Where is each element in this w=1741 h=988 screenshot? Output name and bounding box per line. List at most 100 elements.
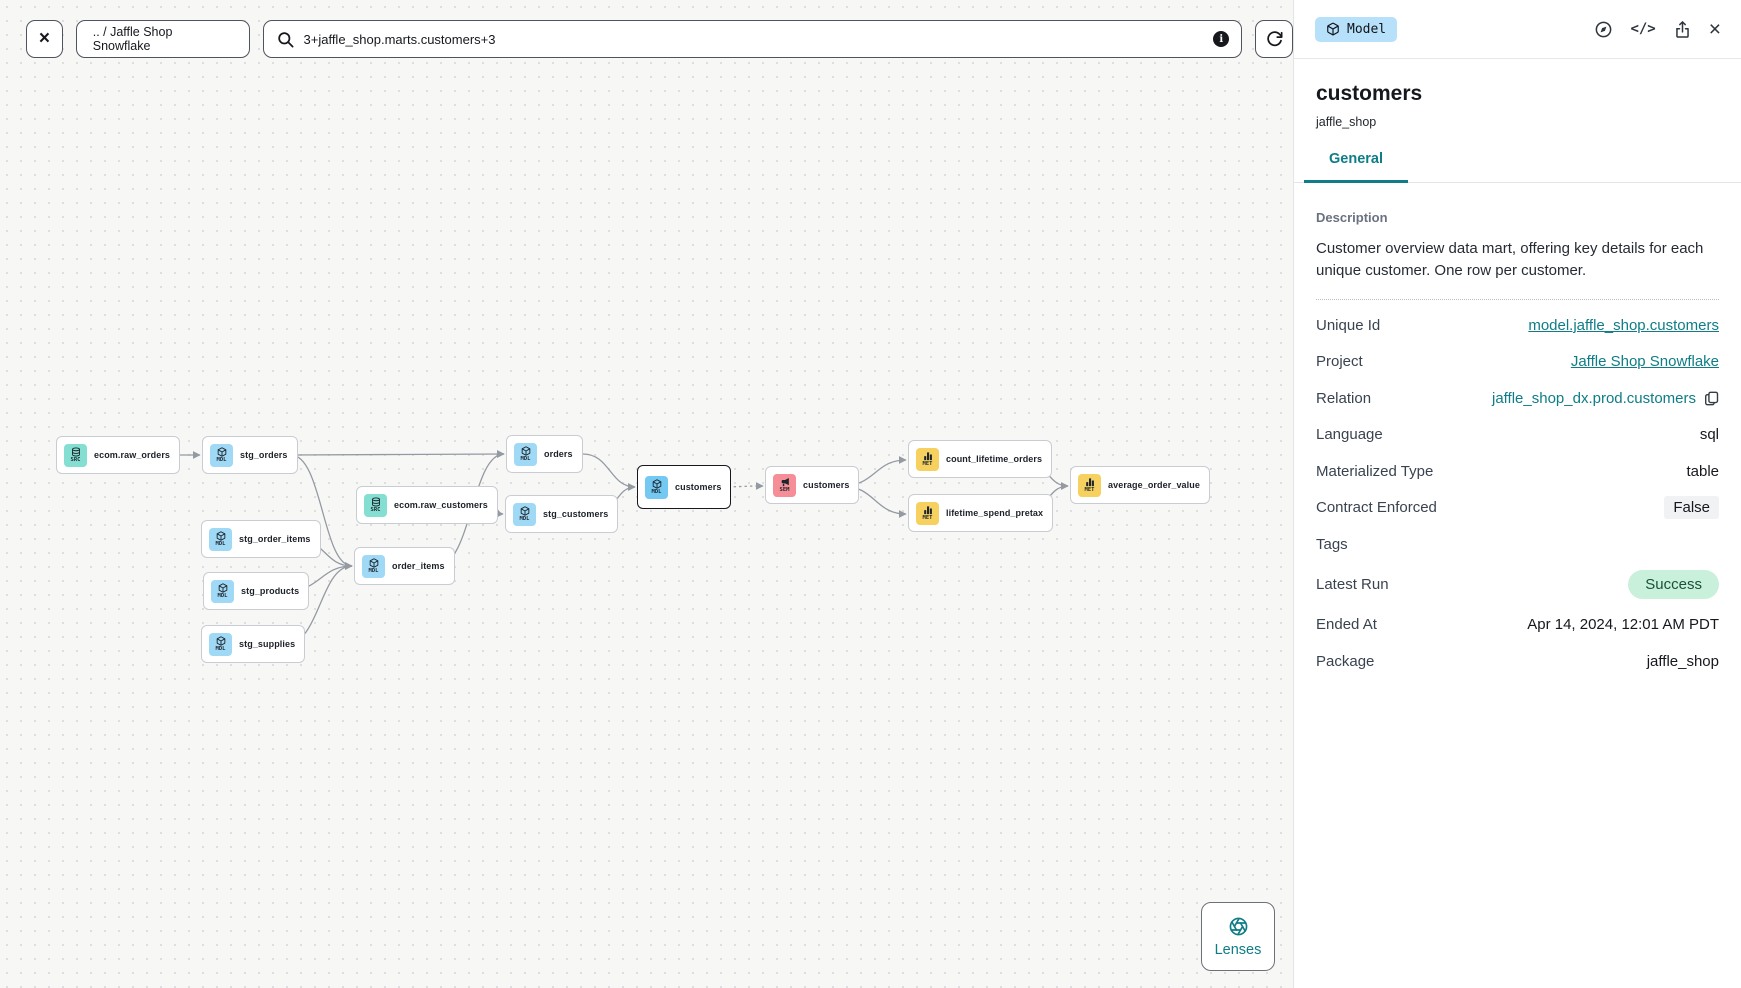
package-value: jaffle_shop <box>1646 652 1719 670</box>
lineage-edge-stg_orders-orders <box>290 450 505 458</box>
selector-info-icon[interactable] <box>1213 31 1230 47</box>
lineage-edge-customers-customers_sem <box>716 482 764 490</box>
mdl-node-icon: MDL <box>362 554 385 578</box>
lenses-button[interactable]: Lenses <box>1201 902 1275 971</box>
close-lineage-button[interactable] <box>26 20 63 58</box>
node-type-label: SRC <box>370 507 381 513</box>
met-node-icon: MET <box>916 501 939 525</box>
search-icon <box>277 31 293 47</box>
title-block: customers jaffle_shop <box>1294 59 1741 129</box>
close-icon <box>39 28 50 50</box>
src-node-icon: SRC <box>364 493 387 517</box>
mdl-node-icon: MDL <box>211 579 234 603</box>
description-label: Description <box>1316 210 1388 225</box>
refresh-icon <box>1266 30 1283 46</box>
resource-type-badge: Model <box>1315 16 1398 42</box>
relation-value: jaffle_shop_dx.prod.customers <box>1491 389 1696 407</box>
node-name-label: order_items <box>392 561 445 571</box>
mdl-node-icon: MDL <box>210 443 233 467</box>
language-value: sql <box>1699 426 1719 444</box>
unique-id-link[interactable]: model.jaffle_shop.customers <box>1528 316 1719 334</box>
lenses-label: Lenses <box>1214 941 1262 958</box>
graph-node-customers[interactable]: MDL customers <box>637 465 732 509</box>
breadcrumb[interactable]: .. / Jaffle Shop Snowflake <box>75 20 250 58</box>
project-link[interactable]: Jaffle Shop Snowflake <box>1570 353 1719 371</box>
node-type-label: MDL <box>519 516 530 522</box>
node-name-label: ecom.raw_customers <box>394 500 488 510</box>
copy-relation-button[interactable] <box>1704 391 1719 406</box>
resource-package-subtitle: jaffle_shop <box>1316 115 1377 129</box>
lineage-topbar: .. / Jaffle Shop Snowflake <box>26 20 1293 58</box>
tab-general[interactable]: General <box>1304 151 1408 183</box>
ended-at-value: Apr 14, 2024, 12:01 AM PDT <box>1527 616 1719 634</box>
lineage-edge-orders-customers <box>582 453 636 491</box>
graph-node-stg_customers[interactable]: MDL stg_customers <box>505 495 619 533</box>
node-type-label: MET <box>1084 487 1095 493</box>
field-materialized-type: Materialized Type table <box>1316 462 1719 480</box>
refresh-lineage-button[interactable] <box>1255 20 1293 58</box>
lineage-search <box>262 20 1243 58</box>
graph-node-stg_products[interactable]: MDL stg_products <box>203 572 310 610</box>
field-ended-at: Ended At Apr 14, 2024, 12:01 AM PDT <box>1316 616 1719 634</box>
latest-run-status-badge: Success <box>1628 570 1719 600</box>
field-package: Package jaffle_shop <box>1316 652 1719 670</box>
mdl-node-icon: MDL <box>513 502 536 526</box>
panel-body: Description Customer overview data mart,… <box>1294 183 1741 700</box>
mdl-node-icon: MDL <box>209 527 232 551</box>
compass-icon <box>1596 21 1612 37</box>
breadcrumb-label: .. / Jaffle Shop Snowflake <box>92 25 173 53</box>
graph-node-stg_supplies[interactable]: MDL stg_supplies <box>201 625 306 663</box>
graph-node-lifetime_spend_pretax[interactable]: MET lifetime_spend_pretax <box>908 494 1054 532</box>
met-node-icon: MET <box>1078 473 1101 497</box>
graph-node-order_items[interactable]: MDL order_items <box>354 547 455 585</box>
node-type-label: MDL <box>651 489 662 495</box>
close-panel-button[interactable] <box>1709 20 1721 39</box>
node-name-label: customers <box>675 482 722 492</box>
explore-lineage-button[interactable] <box>1594 20 1613 39</box>
mdl-node-icon: MDL <box>209 632 232 656</box>
field-language: Language sql <box>1316 426 1719 444</box>
materialized-type-value: table <box>1686 462 1719 480</box>
met-node-icon: MET <box>916 447 939 471</box>
node-name-label: customers <box>803 480 850 490</box>
node-name-label: stg_supplies <box>239 639 296 649</box>
node-name-label: average_order_value <box>1108 480 1200 490</box>
node-type-label: MET <box>922 515 933 521</box>
node-type-label: MDL <box>216 457 227 463</box>
field-tags: Tags <box>1316 535 1348 553</box>
lineage-edge-stg_orders-order_items <box>290 454 353 570</box>
panel-header: Model </> <box>1294 0 1741 59</box>
view-code-button[interactable]: </> <box>1630 21 1656 37</box>
selector-input[interactable] <box>303 31 1205 47</box>
field-unique-id: Unique Id model.jaffle_shop.customers <box>1316 316 1719 334</box>
graph-node-average_order_value[interactable]: MET average_order_value <box>1070 466 1210 504</box>
field-relation: Relation jaffle_shop_dx.prod.customers <box>1316 380 1719 417</box>
node-type-label: MDL <box>217 593 228 599</box>
copy-icon <box>1705 391 1719 406</box>
node-type-label: MDL <box>368 568 379 574</box>
graph-node-customers_sem[interactable]: SEM customers <box>765 466 860 504</box>
node-type-label: MET <box>922 461 933 467</box>
node-name-label: stg_customers <box>543 509 609 519</box>
node-type-label: SEM <box>779 487 790 493</box>
resource-title: customers <box>1316 82 1423 105</box>
field-project: Project Jaffle Shop Snowflake <box>1316 353 1719 371</box>
model-cube-icon <box>1327 22 1339 36</box>
graph-node-raw_customers[interactable]: SRC ecom.raw_customers <box>356 486 498 524</box>
node-type-label: MDL <box>215 646 226 652</box>
mdl-node-icon: MDL <box>645 475 668 499</box>
node-name-label: lifetime_spend_pretax <box>946 508 1044 518</box>
node-type-label: MDL <box>520 456 531 462</box>
node-name-label: stg_products <box>241 586 300 596</box>
share-button[interactable] <box>1673 20 1692 39</box>
mdl-node-icon: MDL <box>514 442 537 466</box>
lenses-aperture-icon <box>1229 917 1247 935</box>
description-text: Customer overview data mart, offering ke… <box>1316 240 1704 280</box>
